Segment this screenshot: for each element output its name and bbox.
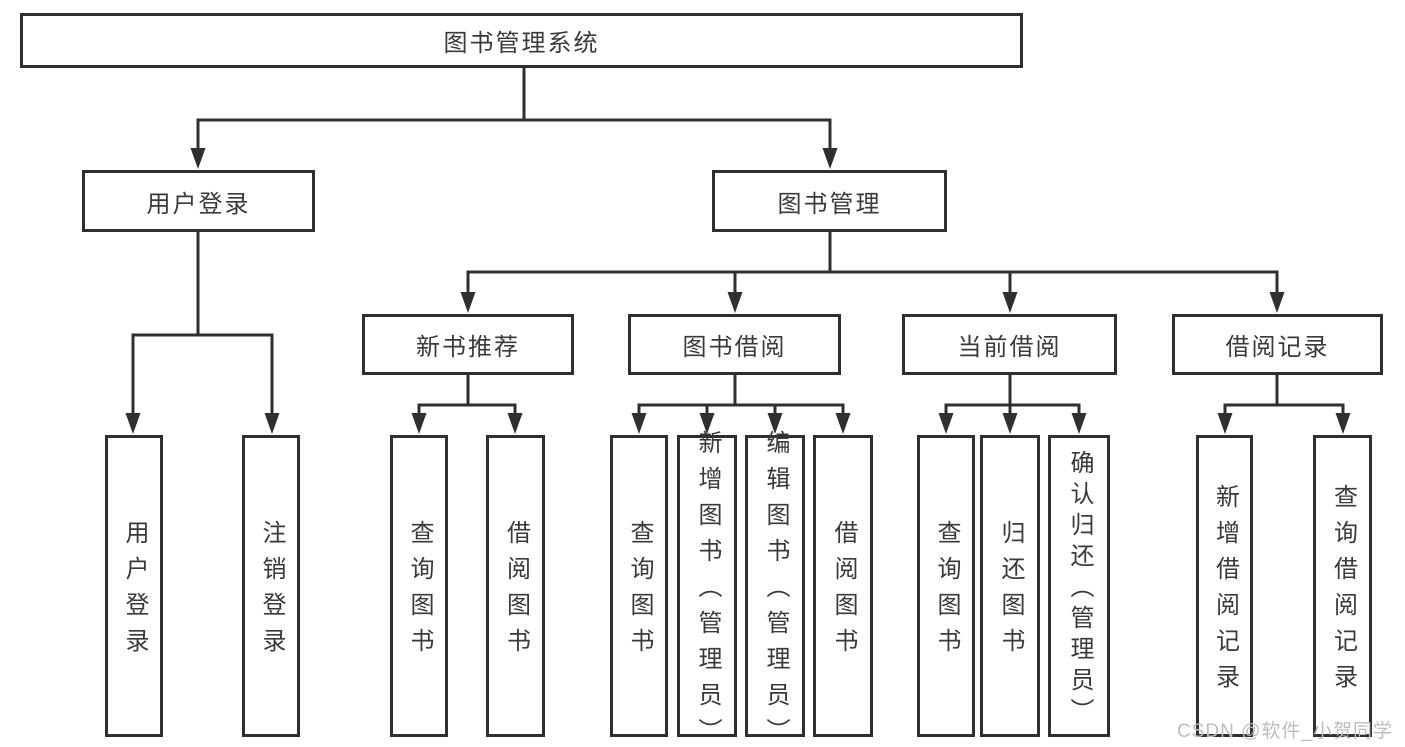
leaf-query-books-recommend: 查询图书 (390, 435, 448, 737)
leaf-borrow-books-borrowing: 借阅图书 (813, 435, 873, 737)
leaf-add-borrow-record: 新增借阅记录 (1196, 435, 1253, 737)
leaf-query-books-current: 查询图书 (917, 435, 975, 737)
leaf-logout-label: 注销登录 (258, 520, 285, 664)
node-user-login-label: 用户登录 (146, 190, 251, 218)
leaf-user-login-label: 用户登录 (121, 520, 148, 664)
leaf-query-borrow-record: 查询借阅记录 (1313, 435, 1372, 737)
leaf-borrow-books-borrowing-label: 借阅图书 (830, 520, 857, 664)
leaf-borrow-books-recommend-label: 借阅图书 (502, 520, 530, 664)
node-borrowing-records: 借阅记录 (1172, 314, 1383, 375)
leaf-logout: 注销登录 (242, 435, 300, 737)
leaf-edit-book-admin-label: 编辑图书（管理员） (762, 430, 789, 747)
leaf-query-books-current-label: 查询图书 (933, 520, 960, 664)
leaf-user-login: 用户登录 (105, 435, 163, 737)
node-book-borrowing-label: 图书借阅 (682, 334, 787, 361)
node-library-management-system: 图书管理系统 (20, 13, 1023, 68)
node-current-borrowing-label: 当前借阅 (957, 334, 1062, 361)
leaf-query-books-borrowing-label: 查询图书 (626, 520, 653, 664)
leaf-query-borrow-record-label: 查询借阅记录 (1329, 484, 1357, 700)
node-library-management-system-label: 图书管理系统 (443, 30, 600, 57)
leaf-add-borrow-record-label: 新增借阅记录 (1211, 484, 1239, 700)
node-book-management: 图书管理 (712, 170, 947, 232)
leaf-return-books-label: 归还图书 (997, 520, 1024, 664)
node-new-book-recommendation: 新书推荐 (362, 314, 574, 375)
leaf-add-book-admin: 新增图书（管理员） (677, 430, 737, 747)
leaf-borrow-books-recommend: 借阅图书 (486, 435, 545, 737)
csdn-watermark: CSDN @软件_小贺同学 (1177, 721, 1393, 742)
node-current-borrowing: 当前借阅 (902, 314, 1117, 375)
node-book-borrowing: 图书借阅 (628, 314, 841, 375)
node-new-book-recommendation-label: 新书推荐 (416, 334, 520, 361)
leaf-confirm-return-admin: 确认归还（管理员） (1048, 435, 1110, 737)
node-user-login: 用户登录 (82, 170, 315, 232)
leaf-return-books: 归还图书 (980, 435, 1040, 737)
node-borrowing-records-label: 借阅记录 (1225, 334, 1330, 361)
leaf-query-books-recommend-label: 查询图书 (406, 520, 433, 664)
arrowheads (125, 148, 1351, 434)
leaf-add-book-admin-label: 新增图书（管理员） (694, 430, 721, 747)
leaf-edit-book-admin: 编辑图书（管理员） (745, 430, 805, 747)
node-book-management-label: 图书管理 (777, 190, 882, 218)
leaf-confirm-return-admin-label: 确认归还（管理员） (1066, 450, 1093, 729)
leaf-query-books-borrowing: 查询图书 (610, 435, 668, 737)
